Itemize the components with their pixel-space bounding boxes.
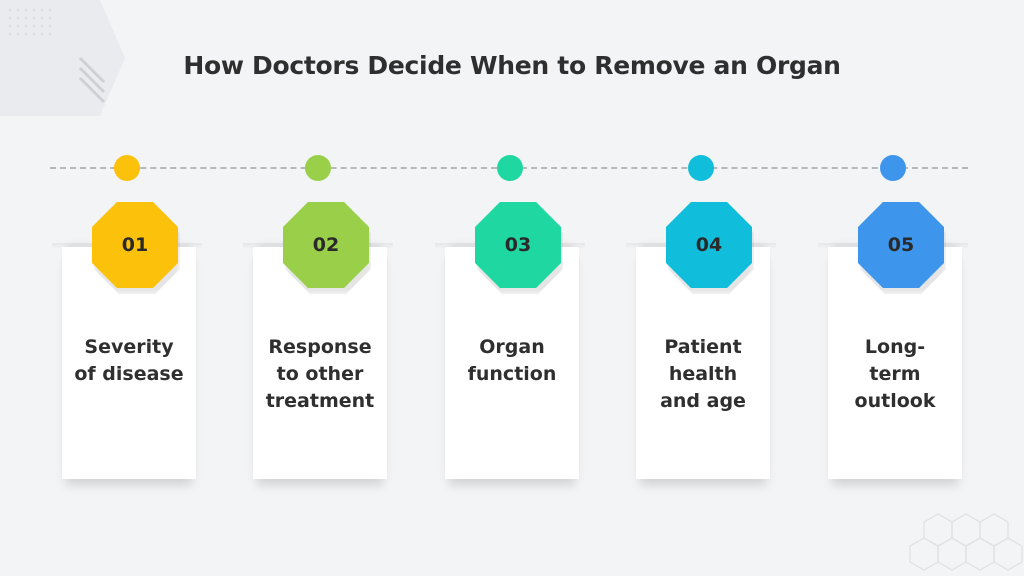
step-label: Patient health and age <box>660 336 746 412</box>
page-title: How Doctors Decide When to Remove an Org… <box>183 51 841 80</box>
step-number-badge: 03 <box>475 202 561 288</box>
step-label: Response to other treatment <box>265 336 375 412</box>
step-label: Severity of disease <box>74 336 184 385</box>
timeline-dot <box>305 155 331 181</box>
step-number-badge: 02 <box>283 202 369 288</box>
step-number-badge: 01 <box>92 202 178 288</box>
step-number-badge: 05 <box>858 202 944 288</box>
timeline-dot <box>497 155 523 181</box>
hexagon-pattern-decoration <box>909 513 1023 571</box>
step-label: Organ function <box>467 336 557 385</box>
background-decoration <box>0 0 125 116</box>
timeline-dot <box>880 155 906 181</box>
step-label: Long- term outlook <box>854 336 936 412</box>
timeline-dot <box>688 155 714 181</box>
step-number-badge: 04 <box>666 202 752 288</box>
timeline-dot <box>114 155 140 181</box>
